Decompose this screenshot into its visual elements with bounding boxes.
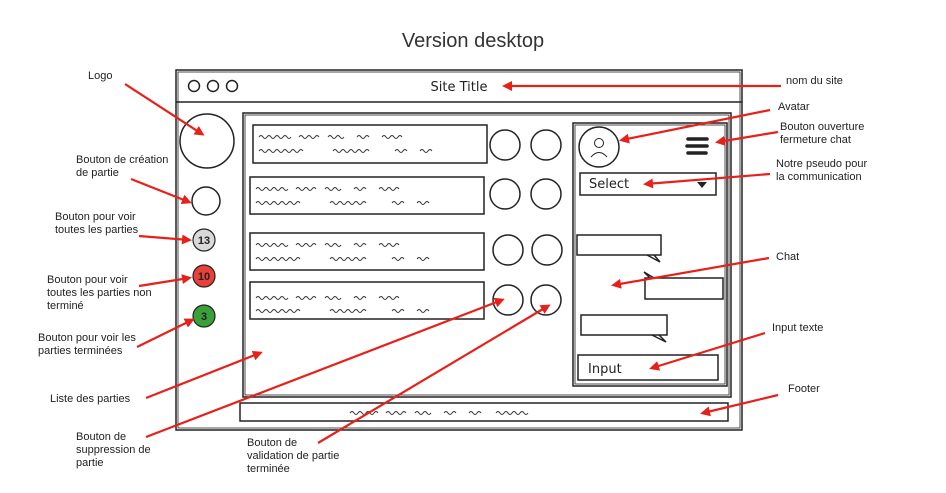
site-title: Site Title [431, 80, 488, 95]
label-pseudo: Notre pseudo pour la communication [776, 158, 868, 183]
arrow-all-games [138, 234, 192, 245]
label-all-games: Bouton pour voir toutes les parties [55, 211, 139, 236]
footer-bar [239, 402, 729, 422]
game-card-1 [252, 124, 488, 164]
games-list-panel [242, 112, 732, 398]
pseudo-select-label: Select [589, 177, 629, 192]
avatar-body [590, 152, 608, 158]
delete-game-button-4 [492, 284, 524, 316]
label-games-list: Liste des parties [50, 393, 131, 405]
finished-games-count: 3 [201, 311, 207, 323]
avatar [578, 126, 620, 168]
browser-window [175, 69, 743, 431]
label-finished-games: Bouton pour voir les parties terminées [38, 332, 136, 357]
arrow-chat [611, 256, 770, 289]
game-card-4 [249, 281, 485, 320]
label-avatar: Avatar [778, 101, 810, 113]
window-dot-1 [187, 79, 201, 93]
window-dot-2 [206, 79, 220, 93]
arrow-create-game [130, 177, 192, 205]
label-delete-game: Bouton de suppression de partie [76, 431, 151, 469]
arrow-games-list [145, 350, 263, 400]
pseudo-select [579, 172, 717, 196]
label-unfinished-games: Bouton pour voir toutes les parties non … [47, 274, 152, 312]
logo-placeholder [179, 113, 235, 169]
finished-games-badge [192, 304, 216, 328]
delete-game-button-2 [489, 178, 521, 210]
game-card-2 [249, 176, 485, 215]
chat-input-label: Input [588, 362, 622, 377]
chat-bubble-2-tail [643, 271, 655, 279]
label-validate-game: Bouton de validation de partie terminée [247, 437, 340, 475]
label-footer: Footer [788, 383, 820, 395]
chevron-down-icon [697, 182, 707, 188]
arrow-finished-games [136, 318, 195, 348]
validate-game-button-1 [530, 129, 562, 161]
chat-bubble-1-tail [646, 254, 661, 263]
unfinished-games-badge [192, 264, 216, 288]
chat-input [577, 354, 719, 381]
chat-toggle-icon [685, 137, 709, 155]
window-dot-3 [225, 79, 239, 93]
unfinished-games-count: 10 [198, 271, 210, 283]
chat-bubble-1 [576, 234, 662, 256]
validate-game-button-3 [531, 234, 563, 266]
label-create-game: Bouton de création de partie [76, 154, 169, 179]
validate-game-button-4 [530, 284, 562, 316]
arrow-avatar [619, 108, 771, 144]
chat-panel [572, 122, 728, 387]
arrow-validate-game [317, 304, 551, 444]
label-logo: Logo [88, 70, 113, 82]
create-game-button [191, 186, 221, 216]
delete-game-button-1 [489, 129, 521, 161]
page-title: Version desktop [401, 30, 545, 52]
arrow-logo [124, 83, 205, 136]
all-games-badge [192, 228, 216, 252]
arrow-footer [700, 393, 779, 417]
label-chat: Chat [776, 251, 800, 263]
label-text-input: Input texte [772, 322, 824, 334]
all-games-count: 13 [198, 235, 210, 247]
chat-bubble-3 [580, 314, 668, 336]
arrow-delete-game [145, 297, 505, 439]
avatar-head [594, 138, 604, 148]
chat-bubble-2 [644, 277, 724, 300]
arrow-text-input [649, 331, 766, 371]
validate-game-button-2 [530, 178, 562, 210]
chat-bubble-3-tail [651, 334, 667, 343]
label-site-name: nom du site [786, 75, 843, 87]
delete-game-button-3 [492, 234, 524, 266]
arrow-chat-toggle [715, 130, 779, 146]
arrow-pseudo [643, 172, 771, 189]
game-card-3 [249, 232, 485, 271]
placeholder-text [255, 135, 529, 415]
label-chat-toggle: Bouton ouverture fermeture chat [780, 121, 865, 146]
arrow-unfinished-games [138, 274, 192, 288]
